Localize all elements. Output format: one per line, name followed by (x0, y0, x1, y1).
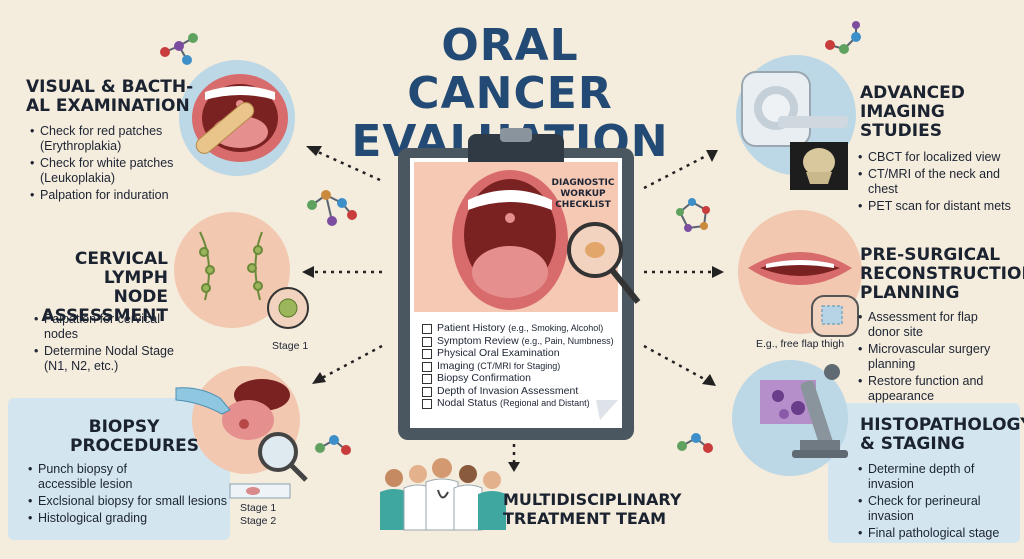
list-item: Determine depth of invasion (858, 462, 1016, 492)
checklist-item: Patient History (e.g., Smoking, Alcohol) (422, 322, 614, 335)
list-item: Check for red patches (Erythroplakia) (30, 124, 180, 154)
list-item: Assessment for flap donor site (858, 310, 1008, 340)
list-item: Restore function and appearance (858, 374, 1008, 404)
biopsy-bullets: Punch biopsy of accessible lesion Exclsi… (28, 462, 228, 528)
biopsy-tongue-icon (222, 379, 290, 440)
medical-team-icon (380, 458, 506, 531)
reconstruction-bullets: Assessment for flap donor site Microvasc… (858, 310, 1008, 406)
checklist-item: Biopsy Confirmation (422, 372, 614, 385)
checklist-item: Physical Oral Examination (422, 347, 614, 360)
lymph-node-zoom-icon (267, 287, 309, 329)
arrowhead-team (508, 462, 520, 472)
list-item: Exclsional biopsy for small lesions (28, 494, 228, 509)
list-item: Punch biopsy of accessible lesion (28, 462, 148, 492)
thigh-flap-icon (811, 295, 859, 337)
list-item: PET scan for distant mets (858, 199, 1018, 214)
checklist-item: Depth of Invasion Assessment (422, 385, 614, 398)
list-item: Determine Nodal Stage (N1, N2, etc.) (34, 344, 182, 374)
biopsy-stage-caption-1: Stage 1 (240, 502, 277, 514)
microscope-icon (792, 364, 848, 458)
checklist-item: Nodal Status (Regional and Distant) (422, 397, 614, 410)
checklist: Patient History (e.g., Smoking, Alcohol)… (422, 322, 614, 410)
magnifier-icon (258, 432, 308, 482)
team-title: MULTIDISCIPLINARY TREATMENT TEAM (503, 490, 682, 528)
list-item: Check for white patches (Leukoplakia) (30, 156, 180, 186)
list-item: Palpation for cervical nodes (34, 312, 182, 342)
clipboard-mouth-icon (452, 170, 568, 310)
list-item: Final pathological stage (858, 526, 1016, 541)
imaging-bullets: CBCT for localized view CT/MRI of the ne… (858, 150, 1018, 216)
slide-icon (229, 483, 291, 499)
list-item: CT/MRI of the neck and chest (858, 167, 1018, 197)
arrow-to-imaging (643, 154, 707, 190)
checklist-heading: DIAGNOSTIC WORKUP CHECKLIST (551, 178, 615, 210)
arrowhead-histopathology (702, 374, 716, 386)
lymph-bullets: Palpation for cervical nodes Determine N… (34, 312, 182, 376)
histopathology-bullets: Determine depth of invasion Check for pe… (858, 462, 1016, 543)
list-item: Check for perineural invasion (858, 494, 1016, 524)
checklist-item: Imaging (CT/MRI for Staging) (422, 360, 614, 373)
reconstruction-caption: E.g., free flap thigh (756, 338, 845, 350)
list-item: Histological grading (28, 511, 228, 526)
list-item: Microvascular surgery planning (858, 342, 1008, 372)
arrow-to-visual-exam (317, 150, 381, 182)
arrowhead-biopsy (312, 372, 326, 384)
list-item: Palpation for induration (30, 188, 180, 203)
skull-scan-icon (790, 142, 848, 190)
lesion-magnifier-icon (567, 222, 641, 304)
arrowhead-lymph (302, 266, 314, 278)
arrow-to-histopathology (643, 344, 707, 382)
lymph-stage-caption: Stage 1 (272, 340, 309, 352)
reconstruction-title: PRE-SURGICAL RECONSTRUCTION PLANNING (860, 245, 1024, 303)
visual-exam-bullets: Check for red patches (Erythroplakia) Ch… (30, 124, 180, 205)
imaging-title: ADVANCED IMAGING STUDIES (860, 83, 965, 141)
arrowhead-visual-exam (306, 146, 322, 156)
neck-lymph-icon (199, 231, 263, 301)
arrowhead-imaging (706, 150, 718, 162)
tongue-depressor-icon (195, 102, 255, 154)
molecule-icon (160, 21, 861, 455)
list-item: CBCT for localized view (858, 150, 1018, 165)
lips-icon (748, 252, 852, 285)
gloved-hand-icon (175, 387, 231, 415)
biopsy-title: BIOPSY PROCEDURES (70, 417, 199, 456)
checklist-item: Symptom Review (e.g., Pain, Numbness) (422, 335, 614, 348)
arrow-to-biopsy (321, 344, 383, 380)
biopsy-stage-caption-2: Stage 2 (240, 515, 277, 527)
arrowhead-reconstruction (712, 266, 724, 278)
histopathology-title: HISTOPATHOLOGY & STAGING (860, 415, 1024, 454)
visual-exam-title: VISUAL & BACTH- AL EXAMINATION (26, 77, 194, 116)
ct-scanner-icon (741, 71, 848, 147)
